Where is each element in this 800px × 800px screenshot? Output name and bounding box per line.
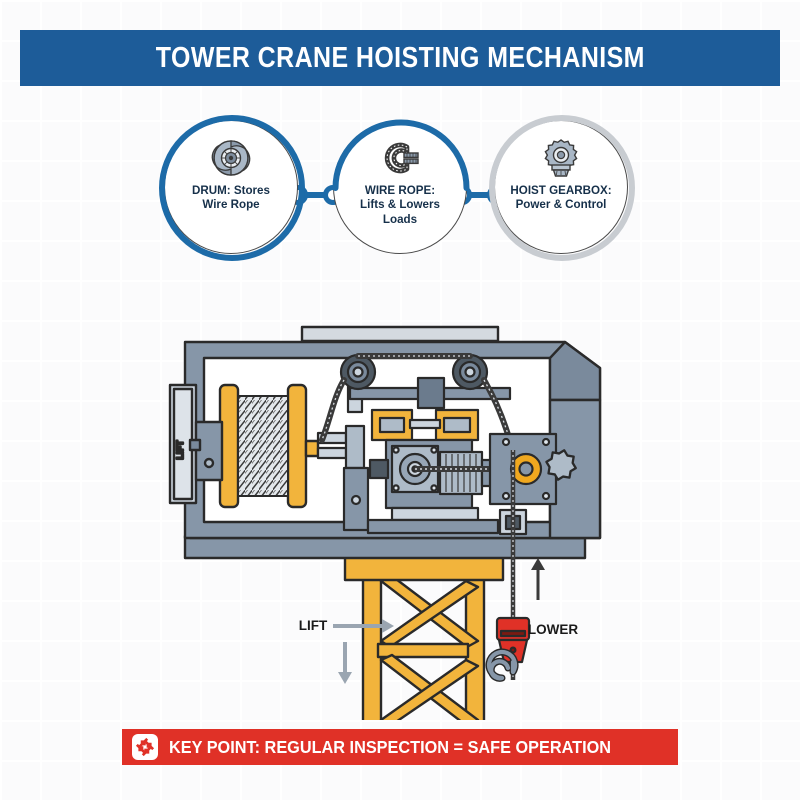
lower-label: LOWER	[528, 622, 578, 637]
key-point-text: KEY POINT: REGULAR INSPECTION = SAFE OPE…	[169, 736, 612, 757]
lift-annotation: LIFT	[299, 618, 394, 684]
wire-rope-strands	[321, 355, 513, 449]
badge-ring-gray	[489, 115, 635, 261]
title-banner: TOWER CRANE HOISTING MECHANISM	[20, 30, 780, 86]
badge-drum-line2: Wire Rope	[202, 198, 260, 212]
tower-mast	[343, 553, 505, 720]
hoisting-mechanism-diagram: LIFT	[168, 325, 602, 720]
lower-annotation: LOWER	[528, 558, 578, 637]
gearbox-motor-assembly	[366, 438, 500, 535]
hook-block	[485, 616, 531, 682]
top-pulleys	[339, 353, 512, 410]
orange-sheave	[488, 432, 577, 536]
badge-hoist-gearbox[interactable]: HOIST GEARBOX: Power & Control	[489, 115, 635, 261]
crossed-wrenches-icon	[132, 734, 158, 760]
page-title: TOWER CRANE HOISTING MECHANISM	[155, 41, 645, 74]
badge-rope-line3: Loads	[382, 212, 418, 226]
badge-ring-top-arc	[332, 119, 470, 191]
badge-wire-rope[interactable]: WIRE ROPE: Lifts & Lowers Loads	[332, 119, 470, 254]
wire-rope-coil-icon	[384, 142, 419, 174]
process-badges: DRUM: Stores Wire Rope	[0, 112, 800, 262]
winch-drum	[188, 383, 320, 509]
badge-gearbox-line1: HOIST GEARBOX:	[510, 184, 612, 197]
badge-gearbox-line2: Power & Control	[515, 198, 607, 212]
badge-drum-label: DRUM: Stores Wire Rope	[172, 184, 290, 213]
lift-label: LIFT	[299, 618, 328, 633]
badge-rope-line1: WIRE ROPE:	[364, 184, 436, 197]
drum-linkage	[316, 384, 370, 532]
badge-drum-line1: DRUM: Stores	[192, 184, 270, 197]
badge-gearbox-label: HOIST GEARBOX: Power & Control	[502, 184, 620, 213]
key-point-banner: KEY POINT: REGULAR INSPECTION = SAFE OPE…	[122, 729, 678, 765]
badge-drum[interactable]: DRUM: Stores Wire Rope	[159, 115, 305, 261]
badge-wire-rope-label: WIRE ROPE: Lifts & Lowers Loads	[341, 184, 459, 227]
drum-spool-icon	[211, 140, 251, 176]
badge-rope-line2: Lifts & Lowers	[360, 198, 440, 212]
machine-plate-text: LIFT	[175, 440, 185, 459]
gearbox-gear-icon	[544, 139, 578, 177]
badge-ring-blue	[159, 115, 305, 261]
